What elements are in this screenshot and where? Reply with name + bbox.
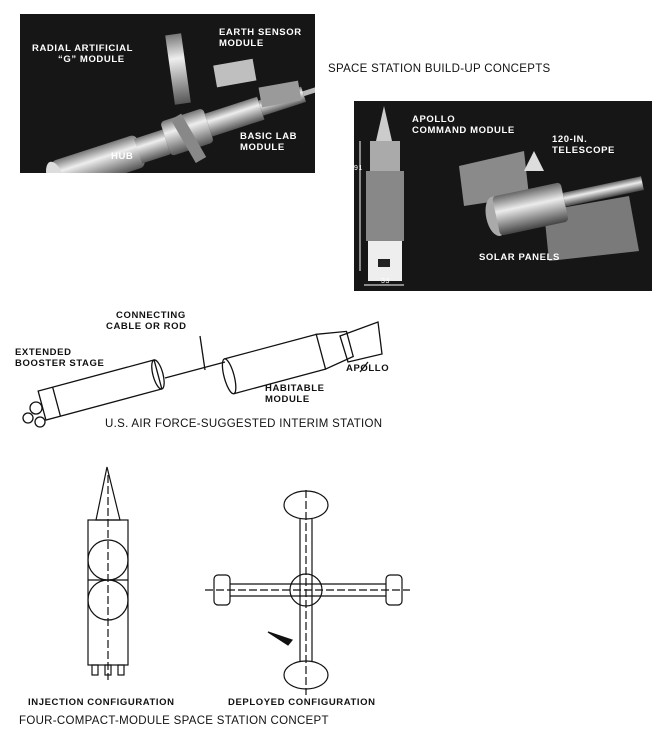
buildup-panel-2: APOLLO COMMAND MODULE 120-IN. TELESCOPE … [354,101,652,291]
compact-caption: FOUR-COMPACT-MODULE SPACE STATION CONCEP… [19,715,329,727]
apollo-command-module-label: APOLLO COMMAND MODULE [412,114,515,136]
dimension-width-label: 33 [381,278,390,285]
airforce-caption: U.S. AIR FORCE-SUGGESTED INTERIM STATION [105,418,383,430]
buildup-title: SPACE STATION BUILD-UP CONCEPTS [328,63,551,75]
telescope-illustration [359,106,644,286]
lab-module-illustration [46,33,315,173]
connecting-cable-label: CONNECTING CABLE OR ROD [106,310,187,332]
buildup-panel-1: RADIAL ARTIFICIAL “G” MODULE EARTH SENSO… [20,14,315,173]
deployed-configuration-label: DEPLOYED CONFIGURATION [228,697,376,708]
habitable-module-label: HABITABLE MODULE [265,383,325,405]
injection-configuration-label: INJECTION CONFIGURATION [28,697,175,708]
basic-lab-module-label: BASIC LAB MODULE [240,131,298,153]
telescope-label: 120-IN. TELESCOPE [552,134,615,156]
apollo-label: APOLLO [346,363,390,374]
dimension-height-label: 91 [354,165,363,172]
radial-g-module-label: RADIAL ARTIFICIAL “G” MODULE [32,43,133,65]
solar-panels-label: SOLAR PANELS [479,252,560,263]
hub-label: HUB [111,151,134,162]
booster-stage-label: EXTENDED BOOSTER STAGE [15,347,105,369]
earth-sensor-module-label: EARTH SENSOR MODULE [219,27,302,49]
